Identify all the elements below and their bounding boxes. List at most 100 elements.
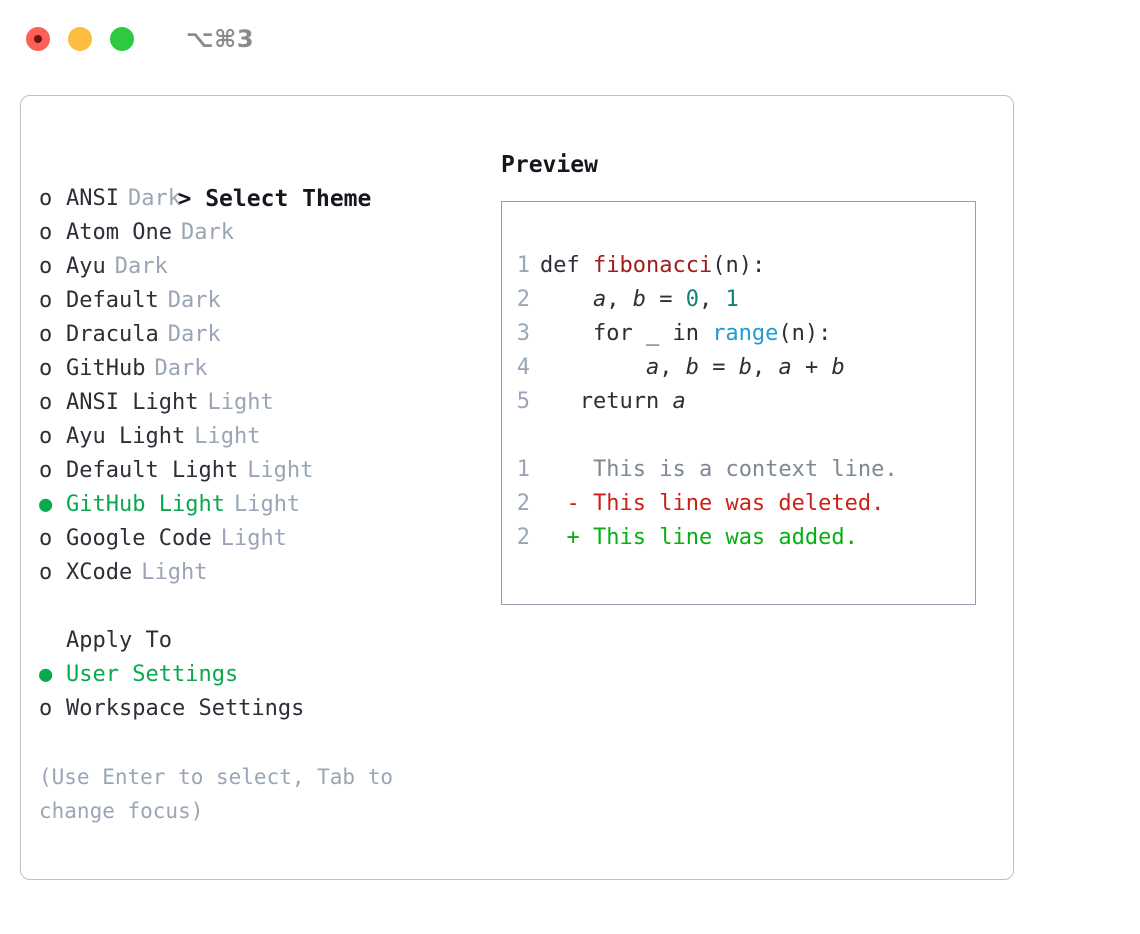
code-token-kw: for _ in [540, 321, 713, 346]
window-controls [26, 27, 134, 51]
theme-option-label: XCode [66, 560, 133, 585]
line-number: 2 [516, 491, 530, 516]
diff-line-ctx: 1 This is a context line. [502, 453, 975, 487]
diff-line-add: 2 + This line was added. [502, 521, 975, 555]
radio-unselected-icon: o [39, 322, 53, 347]
code-line: 1 def fibonacci(n): [502, 249, 975, 283]
line-number: 2 [516, 287, 530, 312]
theme-option-label: Ayu Light [66, 424, 186, 449]
theme-variant-tag: Light [141, 560, 208, 585]
theme-option-atom-one[interactable]: o Atom One Dark [39, 216, 484, 250]
code-line-text: for _ in range(n): [540, 317, 831, 351]
theme-variant-tag: Light [194, 424, 261, 449]
line-number: 3 [516, 321, 530, 346]
code-token-var: b [632, 287, 646, 312]
theme-variant-tag: Dark [154, 356, 208, 381]
code-line-text: a, b = 0, 1 [540, 283, 739, 317]
radio-unselected-icon: o [39, 560, 53, 585]
line-number: 2 [516, 525, 530, 550]
theme-option-label: ANSI [66, 186, 119, 211]
list-spacer [39, 590, 484, 624]
radio-unselected-icon: o [39, 390, 53, 415]
code-token-num: 1 [725, 287, 739, 312]
theme-variant-tag: Light [220, 526, 287, 551]
code-line: 3 for _ in range(n): [502, 317, 975, 351]
select-theme-heading: > Select Theme [39, 148, 484, 212]
apply-to-option-label: User Settings [66, 662, 239, 687]
code-token-fn: fibonacci [592, 253, 713, 278]
radio-unselected-icon: o [39, 424, 53, 449]
radio-unselected-icon: o [39, 288, 53, 313]
theme-variant-tag: Dark [167, 322, 221, 347]
code-line: 5 return a [502, 385, 975, 419]
code-line: 2 a, b = 0, 1 [502, 283, 975, 317]
code-token-var: b [685, 355, 699, 380]
prompt-caret-icon: > [177, 186, 192, 212]
code-token-var: a [645, 355, 660, 380]
radio-unselected-icon: o [39, 458, 53, 483]
code-line-text: a, b = b, a + b [540, 351, 845, 385]
theme-option-label: Default Light [66, 458, 239, 483]
theme-variant-tag: Light [207, 390, 274, 415]
minimize-button[interactable] [68, 27, 92, 51]
zoom-button[interactable] [110, 27, 134, 51]
theme-option-xcode[interactable]: o XCode Light [39, 556, 484, 590]
keyboard-hint-text: (Use Enter to select, Tab to change focu… [39, 765, 406, 823]
line-number: 4 [516, 355, 530, 380]
apply-to-option-label: Workspace Settings [66, 696, 305, 721]
theme-option-label: Atom One [66, 220, 172, 245]
code-token-plain: (n): [712, 253, 766, 278]
code-token-plain [540, 287, 593, 312]
diff-line-text: This is a context line. [579, 457, 898, 482]
diff-line-text: This line was added. [579, 525, 858, 550]
radio-unselected-icon: o [39, 356, 53, 381]
diff-sign: + [540, 525, 580, 550]
radio-unselected-icon: o [39, 220, 53, 245]
radio-selected-icon: ● [39, 492, 53, 517]
line-number: 5 [516, 389, 530, 414]
code-token-kw: return [540, 389, 673, 414]
theme-option-github-light[interactable]: ● GitHub Light Light [39, 488, 484, 522]
theme-variant-tag: Light [233, 492, 301, 517]
theme-option-github[interactable]: o GitHub Dark [39, 352, 484, 386]
theme-option-label: GitHub Light [66, 492, 225, 517]
apply-to-option-user-settings[interactable]: ● User Settings [39, 658, 484, 692]
code-token-plain: = [698, 355, 739, 380]
code-token-var: a [592, 287, 607, 312]
radio-unselected-icon: o [39, 186, 53, 211]
diff-line-del: 2 - This line was deleted. [502, 487, 975, 521]
title-bar: ⌥⌘3 [0, 0, 1140, 78]
code-line-text: def fibonacci(n): [540, 249, 765, 283]
code-token-var: b [738, 355, 752, 380]
code-token-plain [540, 355, 646, 380]
radio-unselected-icon: o [39, 254, 53, 279]
close-button[interactable] [26, 27, 50, 51]
theme-option-label: GitHub [66, 356, 146, 381]
code-token-var: a [778, 355, 792, 380]
theme-variant-tag: Dark [180, 220, 234, 245]
code-token-plain: + [791, 355, 832, 380]
code-token-var: a [672, 389, 686, 414]
theme-option-ayu-light[interactable]: o Ayu Light Light [39, 420, 484, 454]
radio-selected-icon: ● [39, 662, 53, 687]
theme-option-label: Default [66, 288, 159, 313]
diff-sign: - [540, 491, 580, 516]
code-token-plain: , [659, 355, 686, 380]
line-number: 1 [516, 253, 530, 278]
theme-option-label: Google Code [66, 526, 212, 551]
